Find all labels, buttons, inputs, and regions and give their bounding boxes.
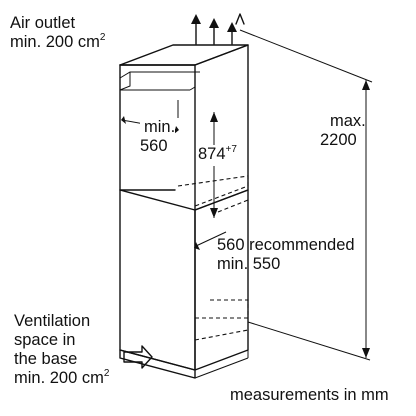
appliance-door (119, 189, 196, 371)
cabinet-plinth (119, 349, 196, 379)
max-height-leader-top (235, 13, 245, 25)
niche-width-arrow-right (174, 126, 179, 134)
depth-dimension-line (195, 231, 227, 247)
ventilation-line4: min. 200 cm2 (14, 368, 110, 390)
max-height-line1: max. (330, 112, 366, 130)
niche-height-arrow-bottom (210, 208, 218, 218)
niche-height-value: 874 (198, 145, 226, 163)
depth-line2: min. 550 (217, 255, 281, 273)
air-outlet-arrow-mid-head (209, 18, 219, 28)
niche-height-tolerance: +7 (225, 144, 237, 155)
air-outlet-superscript: 2 (99, 32, 106, 43)
air-outlet-arrow-right-head (227, 22, 237, 32)
hidden-base-lower (194, 329, 249, 341)
ventilation-line3: the base (14, 350, 78, 368)
cabinet-inner-back-top (119, 72, 131, 91)
niche-height-arrow-top (210, 112, 218, 122)
air-outlet-arrow-left-head (191, 14, 201, 24)
ventilation-superscript: 2 (103, 368, 110, 379)
ventilation-label: Ventilation space in the base min. 200 c… (14, 312, 109, 390)
depth-line1: 560 recommended (217, 236, 355, 254)
niche-width-arrow-left (121, 116, 126, 124)
max-height-arrow-top (362, 80, 370, 90)
hidden-base-top (195, 299, 249, 319)
cabinet-plinth-right (194, 357, 249, 379)
air-outlet-area: min. 200 cm (10, 33, 100, 51)
cabinet-inner-shelf-depth (189, 86, 196, 91)
ventilation-line2: space in (14, 331, 76, 349)
units-note: measurements in mm (230, 386, 389, 404)
ventilation-area: min. 200 cm (14, 369, 104, 387)
niche-height-label: 874+7 (198, 144, 237, 166)
cabinet-top-shelf (119, 71, 200, 79)
ventilation-line1: Ventilation (14, 312, 91, 330)
cabinet-right-side-lower (194, 189, 249, 371)
max-height-extension-bottom (247, 321, 371, 361)
depth-label: 560 recommended min. 550 (217, 236, 355, 274)
hidden-niche-bottom (177, 175, 249, 207)
depth-arrow-left (194, 242, 200, 250)
air-outlet-line2: min. 200 cm2 (10, 32, 106, 54)
air-outlet-line1: Air outlet (10, 14, 76, 32)
hidden-appliance-back (217, 199, 249, 213)
niche-width-line1: min. (144, 118, 176, 136)
max-height-line2: 2200 (320, 131, 357, 149)
air-outlet-label: Air outlet min. 200 cm2 (10, 14, 105, 54)
niche-width-label: min. 560 (140, 118, 176, 156)
max-height-extension-top (239, 29, 373, 83)
max-height-label: max. 2200 (320, 112, 366, 150)
niche-width-line2: 560 (140, 137, 168, 155)
max-height-arrow-bottom (362, 348, 370, 358)
cabinet-right-side-upper (194, 44, 249, 211)
cabinet-top (119, 44, 249, 66)
ventilation-inlet-arrow (123, 345, 153, 369)
